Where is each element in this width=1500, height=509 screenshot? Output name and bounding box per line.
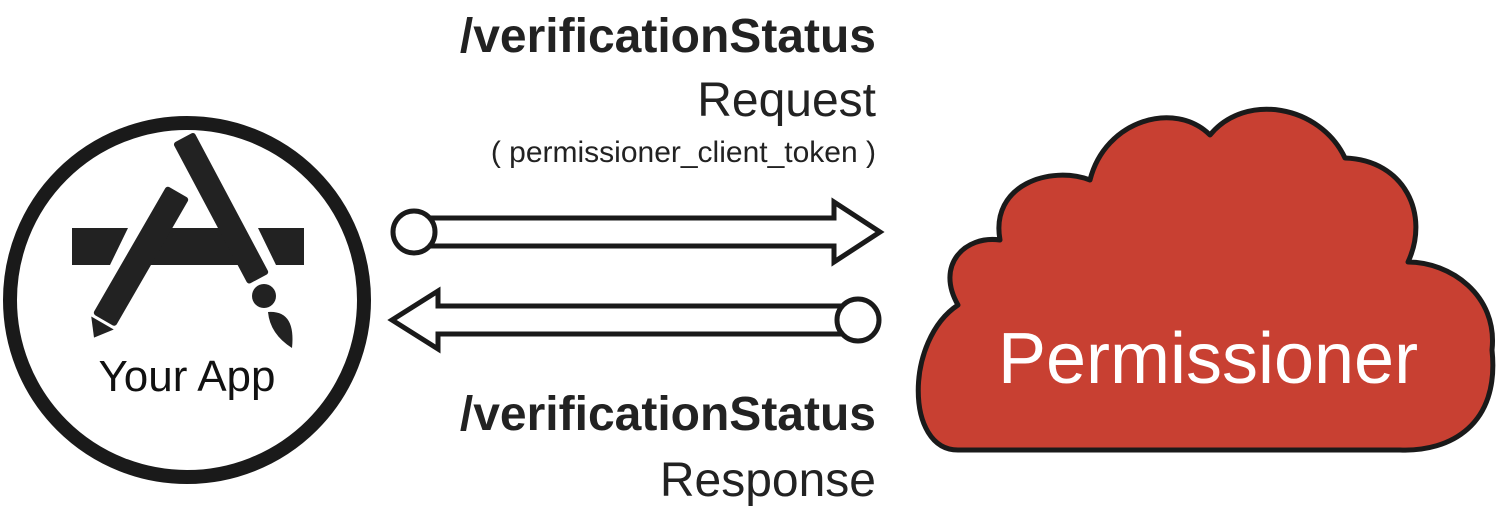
response-arrow-origin [834, 296, 882, 344]
app-node: Your App [3, 116, 371, 484]
app-label: Your App [99, 352, 276, 401]
service-node: Permissioner [915, 106, 1496, 453]
request-param-label: ( permissioner_client_token ) [491, 136, 876, 169]
response-endpoint-label: /verificationStatus [460, 388, 876, 441]
request-arrow [390, 197, 885, 267]
cloud-icon [915, 106, 1496, 453]
service-label: Permissioner [998, 319, 1418, 399]
request-kind-label: Request [697, 74, 876, 127]
response-label-group: /verificationStatus Response [460, 388, 876, 507]
request-endpoint-label: /verificationStatus [460, 10, 876, 63]
response-kind-label: Response [660, 454, 876, 507]
app-store-icon [72, 133, 304, 348]
app-circle [3, 116, 371, 484]
response-arrow [387, 286, 882, 354]
request-arrow-origin [390, 208, 438, 256]
request-label-group: /verificationStatus Request ( permission… [460, 10, 876, 169]
